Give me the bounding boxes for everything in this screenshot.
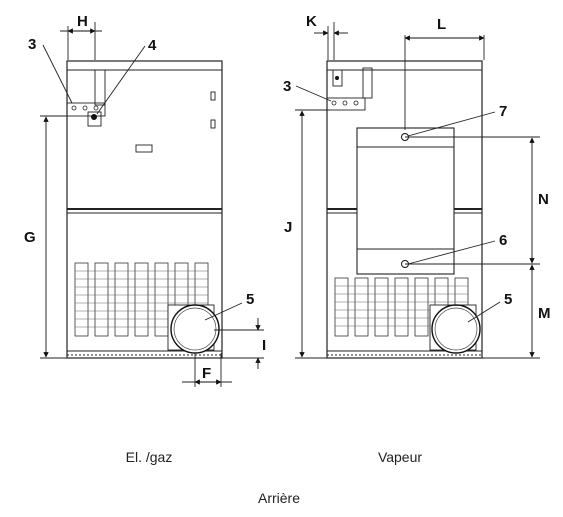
left-connection-4-dot xyxy=(91,114,97,120)
dim-label-m: M xyxy=(538,305,551,322)
left-dimensions xyxy=(40,22,264,387)
callout-5-left: 5 xyxy=(246,291,254,308)
dim-label-j: J xyxy=(284,219,292,236)
callout-5-right: 5 xyxy=(504,291,512,308)
callout-4: 4 xyxy=(148,37,157,54)
dim-label-i: I xyxy=(262,337,266,354)
right-duct-5 xyxy=(429,304,481,354)
dim-label-h: H xyxy=(77,13,88,30)
left-connection-bracket xyxy=(66,102,106,117)
dim-label-g: G xyxy=(24,229,36,246)
caption-right-unit: Vapeur xyxy=(378,449,422,465)
right-dimensions xyxy=(295,22,540,359)
callout-7: 7 xyxy=(499,103,507,120)
dim-label-k: K xyxy=(306,13,317,30)
dim-label-l: L xyxy=(437,16,446,33)
callout-3-left: 3 xyxy=(28,36,36,53)
right-unit xyxy=(326,60,483,359)
left-duct-5 xyxy=(167,304,220,354)
steam-panel xyxy=(356,127,455,275)
left-unit xyxy=(66,60,223,359)
left-label-plate xyxy=(135,144,153,153)
callout-3-right: 3 xyxy=(283,78,291,95)
dim-label-f: F xyxy=(202,365,211,382)
callout-6: 6 xyxy=(499,232,507,249)
caption-rear-view: Arrière xyxy=(258,490,300,506)
dim-label-n: N xyxy=(538,191,549,208)
right-connection-bracket xyxy=(326,97,366,111)
caption-left-unit: El. /gaz xyxy=(126,449,173,465)
